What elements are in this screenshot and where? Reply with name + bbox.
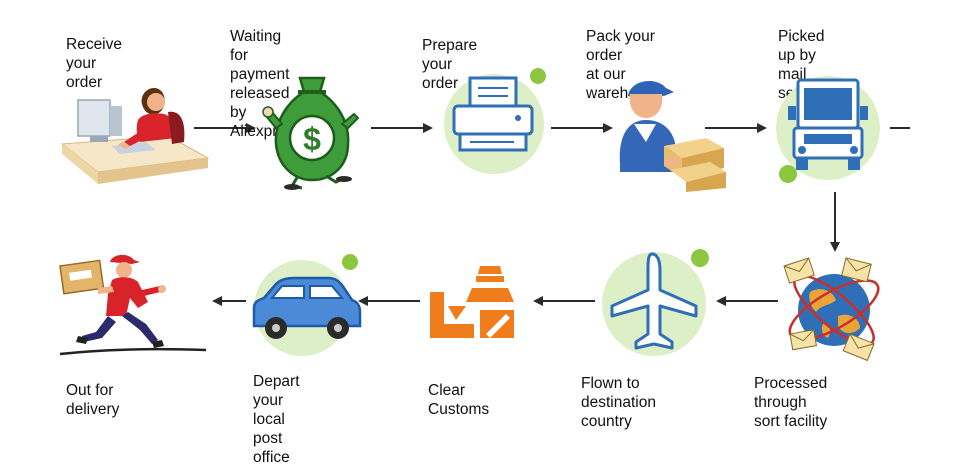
arrow-right [194, 123, 256, 133]
arrow-right [551, 123, 613, 133]
mail-truck-icon [764, 66, 894, 191]
courier-running-icon [56, 250, 216, 362]
step-label: Receive your order [66, 36, 122, 91]
step-label: Flown to destination country [581, 375, 656, 430]
shipping-process-diagram: { "steps": [ {"id": "receive", "label": … [56, 28, 910, 466]
money-bag-icon: $ [262, 70, 362, 190]
step-label: Processed through sort facility [754, 375, 828, 430]
arrow-left [212, 296, 246, 306]
arrow-left [716, 296, 778, 306]
arrow-left [358, 296, 420, 306]
step-label: Clear Customs [428, 382, 490, 418]
customs-officer-icon [426, 262, 526, 348]
arrow-left [533, 296, 595, 306]
arrow-right [371, 123, 433, 133]
globe-with-envelopes-icon [780, 256, 890, 366]
arrow-continuation-dash [890, 127, 910, 129]
arrow-down [830, 192, 840, 252]
step-label: Out for delivery [66, 382, 120, 418]
printer-icon [426, 62, 556, 182]
step-label: Prepare your order [422, 37, 478, 92]
airplane-icon [596, 244, 716, 364]
step-label: Depart your local post office [253, 373, 300, 466]
warehouse-worker-with-boxes-icon [614, 72, 734, 192]
arrow-right [705, 123, 767, 133]
svg-text:$: $ [303, 121, 321, 157]
office-worker-at-computer-icon [60, 72, 210, 187]
car-icon [246, 252, 366, 364]
